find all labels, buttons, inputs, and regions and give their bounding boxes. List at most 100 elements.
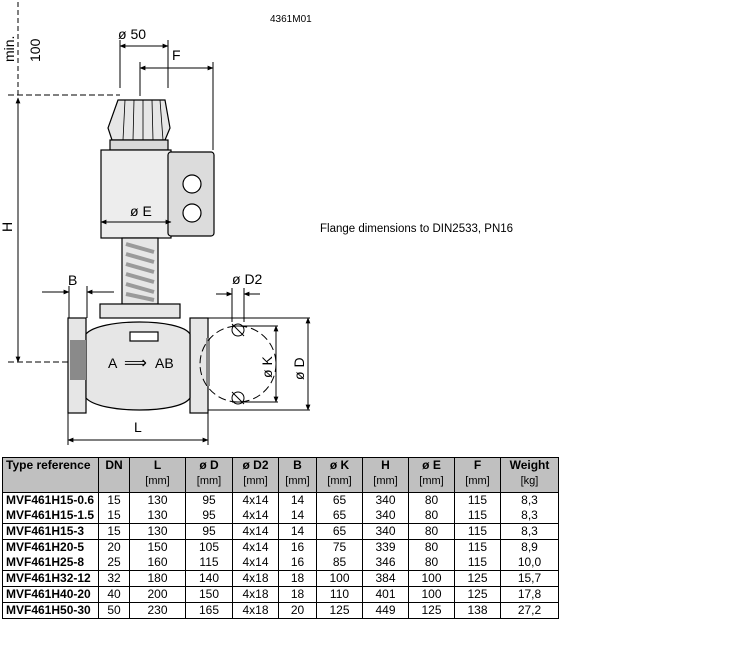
table-cell-dn: 25 [98,555,130,571]
table-cell-ref: MVF461H15-3 [2,523,99,540]
header-type-reference: Type reference [2,457,99,493]
table-cell-d2: 4x18 [232,602,279,619]
table-cell-dn: 15 [98,508,130,524]
valve-body [67,317,210,414]
table-cell-e: 80 [408,508,455,524]
table-cell-d: 95 [185,523,233,540]
table-cell-e: 80 [408,523,455,540]
table-cell-d: 95 [185,508,233,524]
header-b: B[mm] [278,457,317,493]
table-cell-d: 105 [185,539,233,555]
d2-label: ø D2 [232,271,263,287]
table-cell-ref: MVF461H20-5 [2,539,99,555]
table-cell-w: 15,7 [500,570,559,587]
l-dimension [67,413,209,445]
table-cell-f: 115 [454,539,501,555]
drawing-reference-code: 4361M01 [270,14,312,25]
table-cell-f: 115 [454,508,501,524]
table-cell-l: 130 [129,492,186,508]
min-value-label: 100 [27,38,43,62]
d2-dimension [216,288,260,322]
table-cell-k: 100 [316,570,363,587]
table-cell-k: 65 [316,492,363,508]
table-cell-dn: 32 [98,570,130,587]
table-cell-w: 17,8 [500,586,559,603]
table-cell-d2: 4x14 [232,492,279,508]
header-f: F[mm] [454,457,501,493]
table-cell-w: 8,3 [500,508,559,524]
f-dimension [139,62,214,150]
table-cell-l: 130 [129,508,186,524]
table-cell-h: 340 [362,492,409,508]
header-dn: DN [98,457,130,493]
table-cell-l: 180 [129,570,186,587]
table-cell-w: 27,2 [500,602,559,619]
table-cell-b: 20 [278,602,317,619]
table-cell-d2: 4x14 [232,555,279,571]
table-cell-h: 340 [362,523,409,540]
height-dimension [8,97,70,363]
flange-note: Flange dimensions to DIN2533, PN16 [320,223,514,235]
table-cell-l: 160 [129,555,186,571]
table-cell-k: 65 [316,523,363,540]
table-cell-e: 80 [408,555,455,571]
table-cell-d2: 4x18 [232,570,279,587]
table-cell-b: 16 [278,539,317,555]
table-cell-k: 75 [316,539,363,555]
table-cell-d: 165 [185,602,233,619]
valve-dimension-drawing: min. 100 H ø 50 F ø E [0,2,311,445]
table-cell-e: 100 [408,586,455,603]
b-dimension [42,286,114,318]
table-cell-d: 150 [185,586,233,603]
table-cell-f: 115 [454,492,501,508]
table-cell-l: 130 [129,523,186,540]
table-cell-ref: MVF461H25-8 [2,555,99,571]
height-label: H [0,222,15,232]
table-cell-w: 8,3 [500,523,559,540]
table-cell-b: 14 [278,523,317,540]
table-cell-ref: MVF461H15-0.6 [2,492,99,508]
table-cell-w: 10,0 [500,555,559,571]
table-cell-k: 85 [316,555,363,571]
table-cell-e: 100 [408,570,455,587]
header-l: L[mm] [129,457,186,493]
table-cell-ref: MVF461H50-30 [2,602,99,619]
table-cell-b: 14 [278,508,317,524]
header-k: ø K[mm] [316,457,363,493]
e-label: ø E [130,203,152,219]
table-cell-ref: MVF461H32-12 [2,570,99,587]
table-cell-d: 95 [185,492,233,508]
header-weight: Weight[kg] [500,457,559,493]
table-cell-h: 401 [362,586,409,603]
table-cell-e: 80 [408,539,455,555]
d-label: ø D [291,357,307,380]
table-cell-h: 339 [362,539,409,555]
table-cell-h: 384 [362,570,409,587]
table-cell-k: 125 [316,602,363,619]
table-cell-f: 125 [454,586,501,603]
table-cell-k: 110 [316,586,363,603]
table-cell-h: 346 [362,555,409,571]
table-cell-b: 14 [278,492,317,508]
table-cell-d2: 4x14 [232,539,279,555]
table-cell-l: 200 [129,586,186,603]
table-cell-w: 8,3 [500,492,559,508]
min-label: min. [1,36,17,62]
dimension-table: Type reference DN L[mm] ø D[mm] ø D2[mm]… [2,457,559,619]
table-cell-l: 230 [129,602,186,619]
table-cell-d: 115 [185,555,233,571]
table-cell-f: 138 [454,602,501,619]
dia50-label: ø 50 [118,26,146,42]
header-h: H[mm] [362,457,409,493]
table-cell-l: 150 [129,539,186,555]
actuator-body [100,149,215,239]
table-cell-h: 449 [362,602,409,619]
header-d2: ø D2[mm] [232,457,279,493]
